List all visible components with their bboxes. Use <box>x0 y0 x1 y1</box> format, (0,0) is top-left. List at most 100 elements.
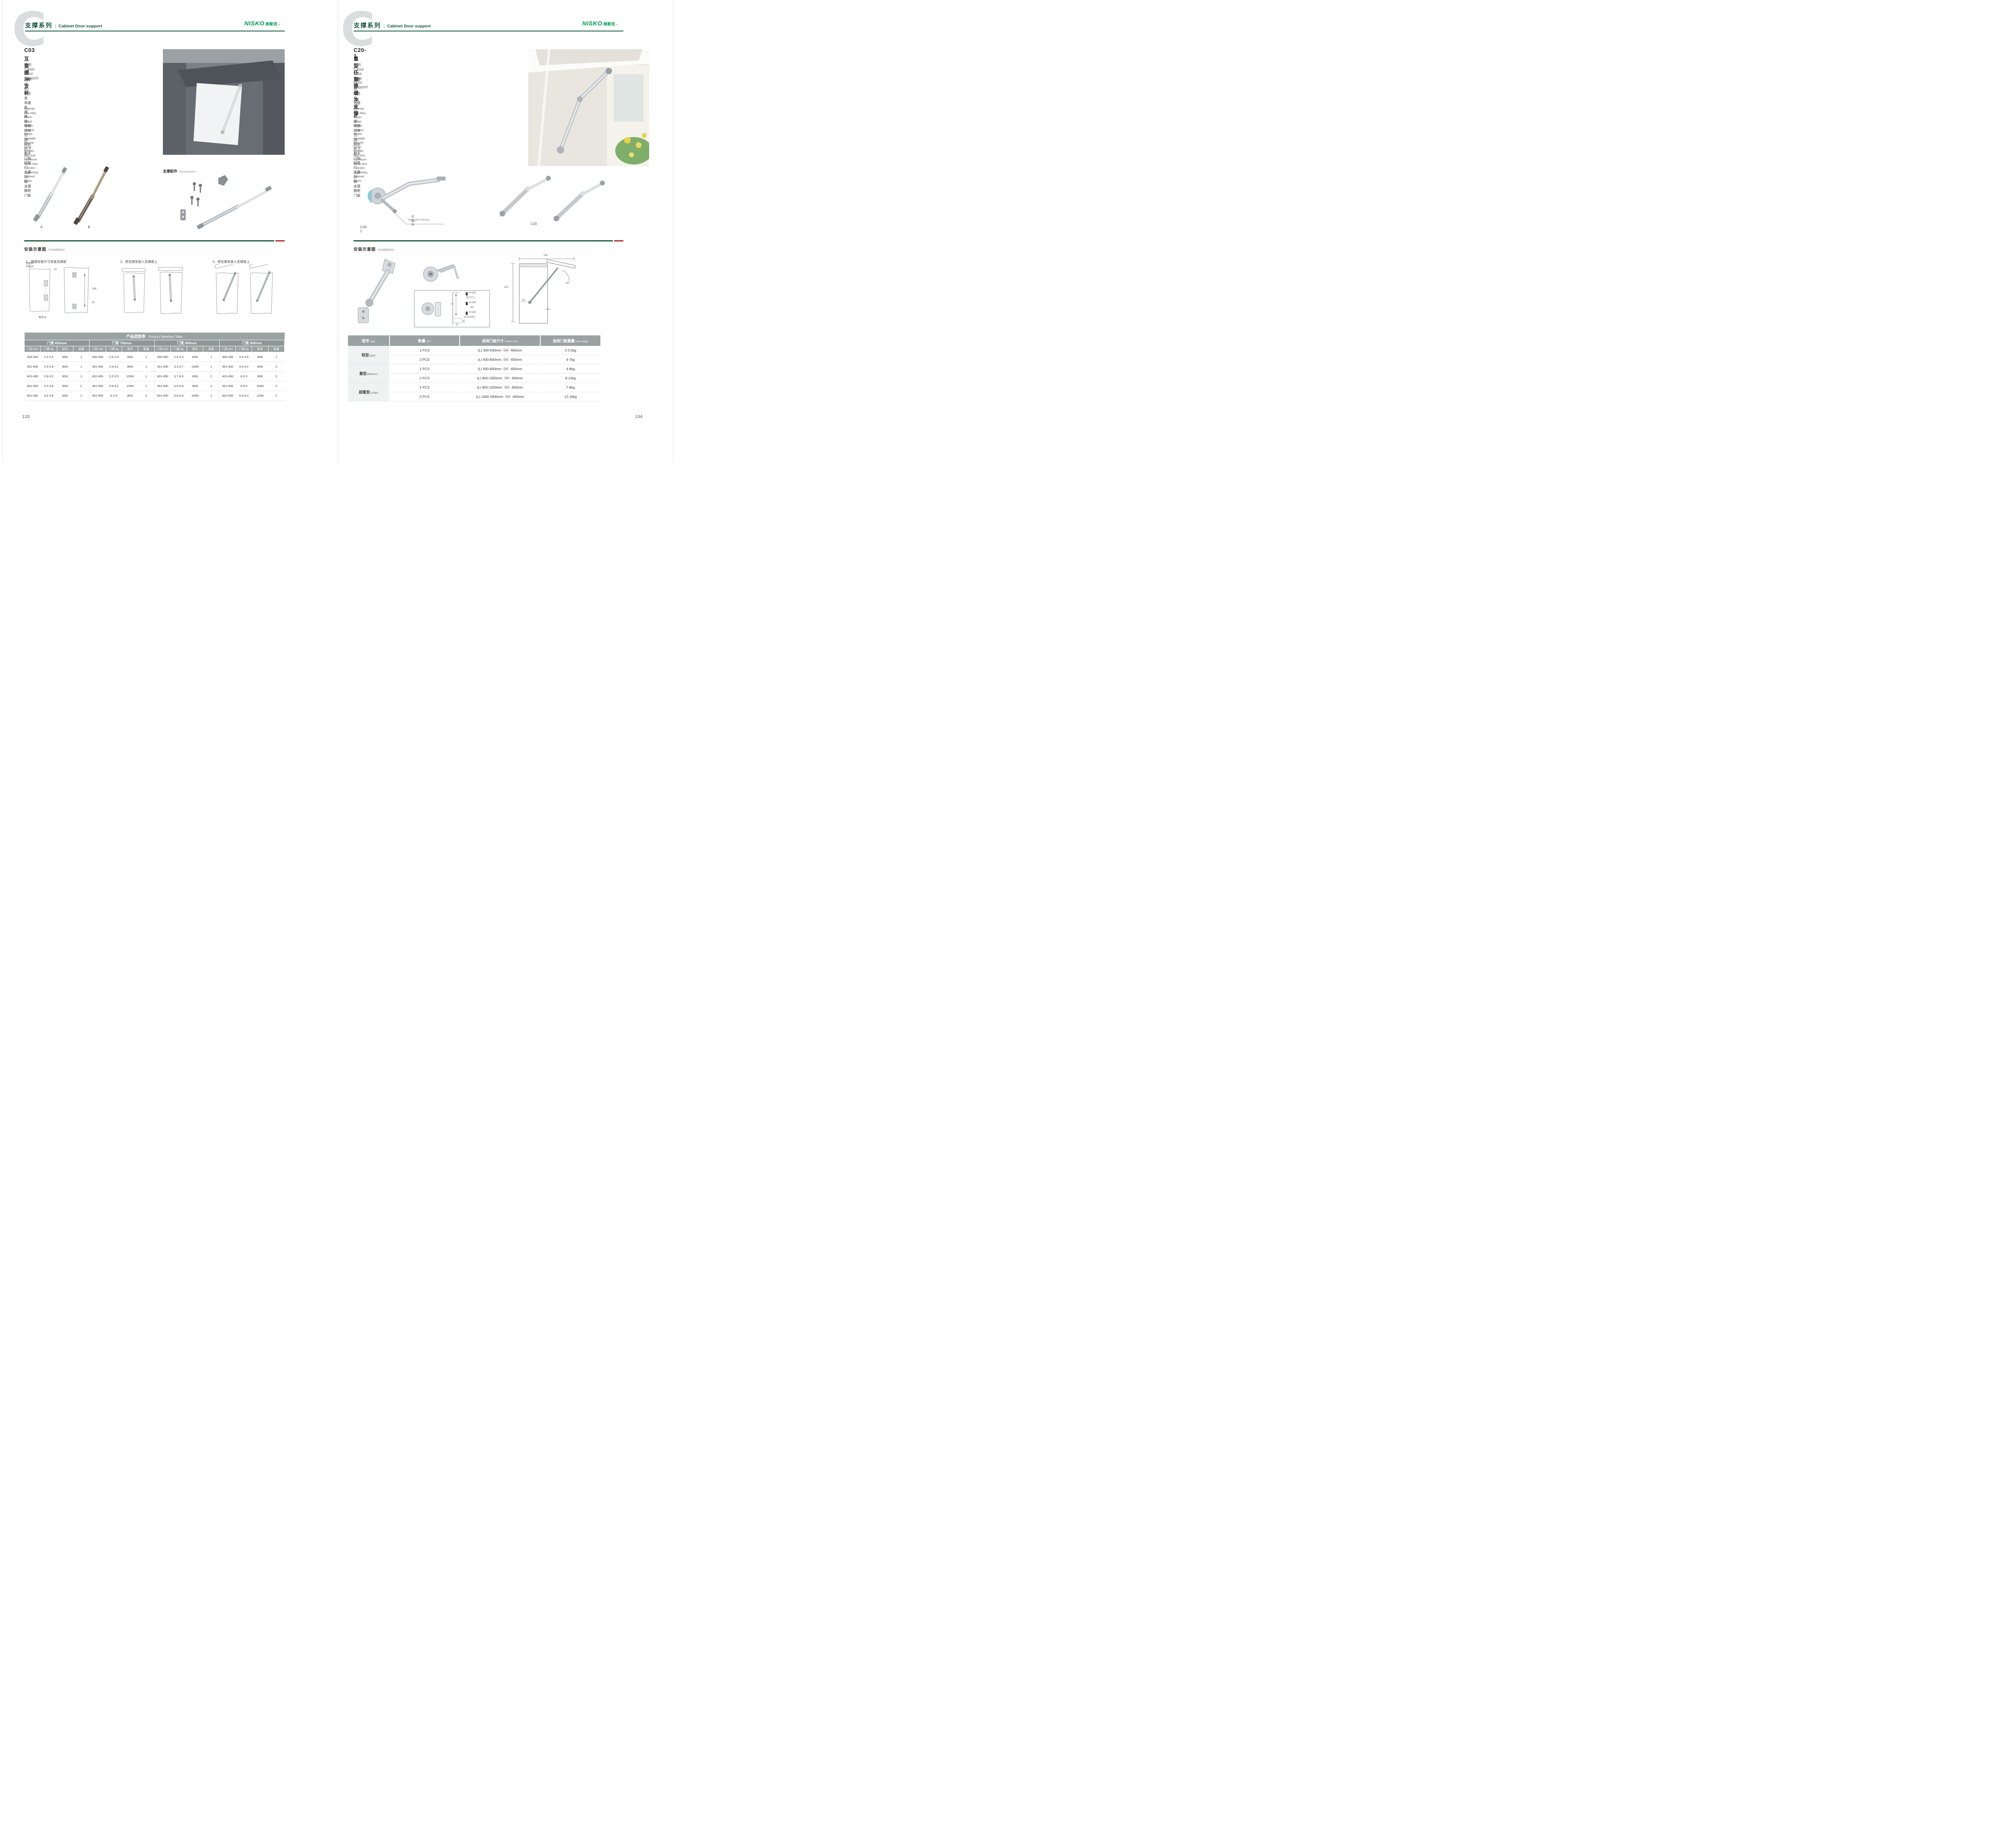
type-cell: 超重型(Large) <box>348 383 389 401</box>
table-cell: 300-350 <box>154 352 171 362</box>
product-name-en: Soft Close Free Stop Door Support <box>354 63 368 89</box>
group-header: 门宽 800mm <box>154 340 220 346</box>
brand-logo: NISKO 耐斯克 ® <box>582 20 618 27</box>
spec-line: Finish: Nickel Plated、Chrome Plated <box>354 116 364 136</box>
table-cell: 3.6-3.8 <box>40 391 57 401</box>
series-watermark: C <box>12 2 47 57</box>
table-cell: 2 <box>203 391 220 401</box>
specs-cn: 主要材质: 锌合金 表面处理: 镀镍、镀铬 适用范围: 橱柜的上翻木门和铝框门 … <box>24 77 31 198</box>
column-header: 门高 mm <box>24 346 41 352</box>
series-title-cn: 支撑系列 <box>354 22 381 29</box>
table-cell: 351-400 <box>154 362 171 372</box>
table-cell: 351-400 <box>219 362 236 372</box>
spec-line: 表面处理: 镀镍、镀铬 <box>24 100 31 128</box>
spec-line: 适用范围: 橱柜的上翻木门和铝框门 <box>354 128 361 170</box>
table-cell: 60N <box>252 362 269 372</box>
dim-75deg: 75°(77°) <box>466 297 475 299</box>
spec-line: Material: Zinc Alloy <box>354 108 366 115</box>
page-number-left: 133 <box>22 414 30 419</box>
dim-37: 37 <box>547 308 550 310</box>
accessories-title: 支撑配件 Accessories <box>163 168 196 174</box>
table-cell: 2 PCS <box>390 392 459 401</box>
column-header: 数量 <box>73 346 90 352</box>
product-name-cn: 互套缓冲支杆 <box>24 56 30 96</box>
header-separator: | <box>55 23 56 29</box>
install-diagram-board-2 <box>60 266 91 316</box>
specs-en: Material: Zinc Alloy Finish: Nickel Plat… <box>354 107 367 183</box>
table-cell: 2 <box>268 391 285 401</box>
table-cell: 4.5-4.8 <box>171 381 187 391</box>
table-cell: 1 <box>203 362 220 372</box>
column-header: 门重 kg <box>170 346 187 352</box>
table-cell: 100N <box>187 362 203 372</box>
table-cell: 501-550 <box>89 391 106 401</box>
column-header: 型号 <box>121 346 139 352</box>
installation-title: 安装示意图 Installation <box>24 246 65 252</box>
group-header: 门宽 700mm <box>89 340 155 346</box>
dim-110deg: 110°(104°) <box>464 316 475 318</box>
brand-logo: NISKO 耐斯克 ® <box>244 20 280 27</box>
column-header: 数量 <box>268 346 285 352</box>
table-cell: 2 PCS <box>390 374 459 383</box>
table-cell: 2.8-3.2 <box>40 371 57 381</box>
accessories-image <box>163 174 285 236</box>
table-cell: 60N <box>187 371 203 381</box>
table-cell: 2 <box>268 362 285 372</box>
spec-line: Function: Supoorting Cabined Doors <box>354 167 367 183</box>
table-cell: 1 <box>73 352 90 362</box>
page-edge-left <box>2 0 3 462</box>
page-number-right: 134 <box>635 414 643 419</box>
product-code: C03 <box>24 47 35 53</box>
dim-224: 224 <box>504 286 508 289</box>
table-cell: 80N <box>122 391 138 401</box>
column-header: 门重 kg <box>235 346 252 352</box>
table-cell: 351-400 <box>24 362 41 372</box>
table-cell: 120N <box>122 381 138 391</box>
spec-line: Available For: Up-turnig wooden door and… <box>354 137 367 166</box>
product-name-en: Soft Close Door Support <box>24 63 39 81</box>
table-cell: (L) 300-500mm（H）400mm <box>460 346 540 355</box>
adjustable-callout-cn: 可调节 <box>411 216 414 227</box>
table-cell: 5.4-6.3 <box>235 391 252 401</box>
table-cell: 8-12kg <box>541 374 600 383</box>
table-cell: 2.5-2.9 <box>106 352 122 362</box>
table-cell: 80N <box>57 371 73 381</box>
dim-full-cover: 全盖35 <box>26 262 33 265</box>
table-cell: 2 <box>268 381 285 391</box>
product-code: C20-1 <box>354 47 367 59</box>
dim-185: 185 <box>544 254 548 257</box>
table-cell: 60N <box>57 381 73 391</box>
dim-37-box: 37 <box>456 324 458 326</box>
dim-board-thickness: 板厚18 <box>39 316 46 319</box>
table-cell: 300-350 <box>219 352 236 362</box>
table-cell: 2 <box>203 371 220 381</box>
dim-half-cover: 半盖26 <box>26 266 33 268</box>
spec-line: 适用范围: 橱柜的上翻木门和铝框门 <box>24 128 31 170</box>
series-watermark: C <box>341 2 375 57</box>
table-cell: 3.9-4.2 <box>106 381 122 391</box>
table-cell: 300-350 <box>24 352 41 362</box>
series-title-en: Cabinet Door support <box>58 24 102 29</box>
table-cell: 1 <box>138 371 155 381</box>
type-cell: 轻型(light) <box>348 346 389 364</box>
brand-logo-cn: 耐斯克 <box>604 22 615 27</box>
table-cell: 1 PCS <box>390 346 459 355</box>
table-cell: 451-500 <box>89 381 106 391</box>
table-cell: 80N <box>252 371 269 381</box>
group-header: 门宽 600mm <box>24 340 90 346</box>
table-cell: (L) 900-1300mm（H）400mm <box>460 374 540 383</box>
table-cell: 60N <box>57 391 73 401</box>
c20-label: C20 <box>531 222 537 226</box>
table-cell: 1 <box>73 371 90 381</box>
variant-a-label: A <box>40 225 43 229</box>
dim-32-box: 32 <box>462 320 465 322</box>
column-header: 数量 <box>203 346 220 352</box>
